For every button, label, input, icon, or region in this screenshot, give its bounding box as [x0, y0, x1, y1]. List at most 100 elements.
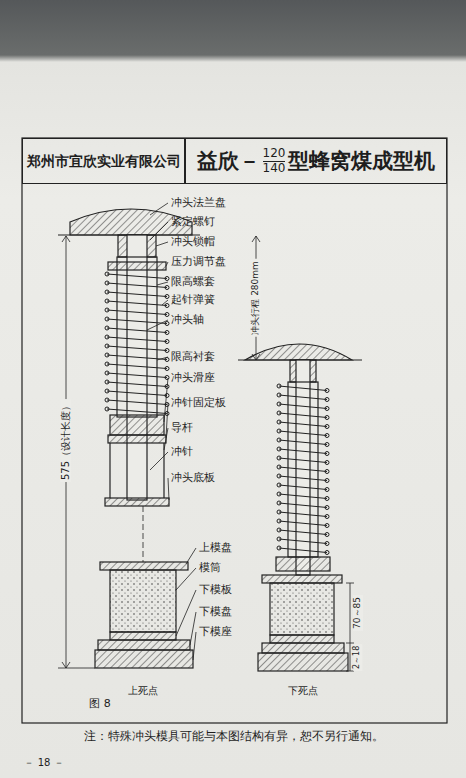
- coil-section: [277, 483, 281, 487]
- coil-section: [325, 434, 329, 438]
- coil-section: [277, 429, 281, 433]
- company-name: 郑州市宜欣实业有限公司: [27, 153, 181, 169]
- model-number: 120: [263, 147, 286, 162]
- part-label: 模筒: [199, 562, 221, 574]
- position-label: 下死点: [288, 685, 318, 696]
- spring-coil: [107, 319, 167, 324]
- model-number-stack: 120140: [263, 147, 286, 176]
- coil-section: [105, 362, 109, 366]
- coil-section: [277, 528, 281, 532]
- coil-section: [325, 389, 329, 393]
- coil-section: [165, 313, 169, 317]
- coil-section: [277, 420, 281, 424]
- coil-section: [325, 452, 329, 456]
- coil-section: [277, 501, 281, 505]
- part-label: 冲针: [171, 446, 193, 458]
- spring-coil: [107, 373, 167, 378]
- machine-name: 型蜂窝煤成型机: [288, 149, 435, 173]
- position-label: 上死点: [128, 685, 158, 696]
- coil-section: [277, 492, 281, 496]
- coil-section: [325, 533, 329, 537]
- coil-section: [277, 537, 281, 541]
- coil-section: [277, 411, 281, 415]
- part-label: 压力调节盘: [171, 256, 226, 268]
- spring-coil: [279, 386, 327, 391]
- spring-coil: [107, 346, 167, 351]
- spring-coil: [279, 539, 327, 544]
- coil-section: [277, 519, 281, 523]
- spring-coil: [279, 485, 327, 490]
- coil-section: [165, 358, 169, 362]
- spring-coil: [279, 413, 327, 418]
- spring-coil: [107, 409, 167, 414]
- model-prefix: 益欣－: [197, 149, 260, 173]
- spring-coil: [107, 382, 167, 387]
- coil-section: [105, 380, 109, 384]
- page-number: － 18 －: [24, 757, 63, 768]
- spring-coil: [107, 355, 167, 360]
- spring-coil: [107, 301, 167, 306]
- coil-section: [105, 389, 109, 393]
- part-label: 冲头法兰盘: [171, 197, 226, 209]
- coil-section: [165, 277, 169, 281]
- coil-section: [277, 402, 281, 406]
- coil-section: [105, 344, 109, 348]
- part-label: 限高螺套: [171, 276, 215, 288]
- coil-section: [165, 322, 169, 326]
- spring-coil: [279, 521, 327, 526]
- coil-section: [277, 465, 281, 469]
- spring-coil: [107, 328, 167, 333]
- coil-section: [165, 304, 169, 308]
- coil-section: [277, 438, 281, 442]
- header-cell: 益欣－120140型蜂窝煤成型机: [185, 138, 447, 184]
- spring-coil: [279, 530, 327, 535]
- coil-section: [105, 335, 109, 339]
- coil-section: [105, 308, 109, 312]
- coil-section: [165, 385, 169, 389]
- part-label: 下模盘: [199, 606, 232, 618]
- coil-section: [165, 394, 169, 398]
- dimension: 冲头行程 280mm: [251, 259, 261, 337]
- part-label: 冲头锁帽: [171, 236, 215, 248]
- coil-section: [277, 456, 281, 460]
- dimension: 575（设计长度）: [61, 398, 72, 481]
- part-label: 紧定螺钉: [171, 216, 215, 228]
- spring-coil: [279, 431, 327, 436]
- spring-coil: [279, 458, 327, 463]
- spring-coil: [279, 449, 327, 454]
- spring-coil: [279, 494, 327, 499]
- coil-section: [325, 524, 329, 528]
- coil-section: [105, 299, 109, 303]
- spring-coil: [279, 404, 327, 409]
- part-label: 导杆: [171, 422, 193, 434]
- coil-section: [165, 331, 169, 335]
- spring-coil: [279, 503, 327, 508]
- coil-section: [325, 470, 329, 474]
- coil-section: [325, 515, 329, 519]
- coil-section: [277, 546, 281, 550]
- coil-section: [105, 281, 109, 285]
- spring-coil: [107, 364, 167, 369]
- coil-section: [105, 317, 109, 321]
- coil-section: [105, 272, 109, 276]
- header-cell: 郑州市宜欣实业有限公司: [22, 138, 185, 184]
- spring-coil: [107, 400, 167, 405]
- coil-section: [165, 367, 169, 371]
- coil-section: [165, 340, 169, 344]
- part-label: 冲头轴: [171, 314, 204, 326]
- part-label: 限高衬套: [171, 351, 215, 363]
- spring-coil: [279, 395, 327, 400]
- spring-coil: [107, 292, 167, 297]
- dimension: 70～85: [353, 595, 363, 631]
- coil-section: [325, 461, 329, 465]
- coil-section: [165, 349, 169, 353]
- dimension: 2～18: [354, 643, 363, 670]
- figure-number: 图 8: [89, 698, 111, 710]
- coil-section: [325, 506, 329, 510]
- coil-section: [325, 488, 329, 492]
- spring-coil: [279, 467, 327, 472]
- coil-section: [325, 443, 329, 447]
- model-number: 140: [263, 162, 286, 176]
- spring-coil: [279, 512, 327, 517]
